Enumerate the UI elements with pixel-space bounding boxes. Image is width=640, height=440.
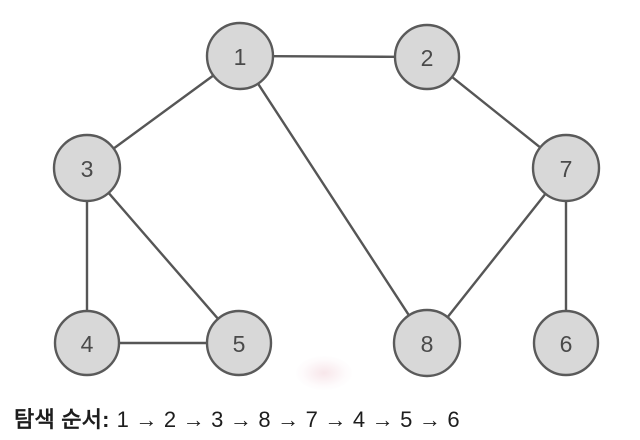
caption-sequence: 1 → 2 → 3 → 8 → 7 → 4 → 5 → 6 [116, 407, 460, 432]
node-circle-7 [531, 133, 601, 203]
graph-edge-1-3 [111, 73, 216, 151]
node-label-1: 1 [234, 44, 247, 70]
node-label-3: 3 [81, 156, 94, 182]
node-label-4: 4 [81, 331, 94, 357]
node-circle-8 [392, 308, 462, 378]
graph-edge-7-8 [445, 191, 548, 320]
graph-node-8[interactable]: 8 [392, 308, 462, 378]
graph-node-4[interactable]: 4 [53, 309, 121, 377]
graph-node-5[interactable]: 5 [205, 309, 273, 377]
node-label-7: 7 [560, 156, 573, 182]
graph-node-1[interactable]: 1 [205, 21, 275, 91]
node-label-5: 5 [233, 331, 246, 357]
graph-edge-3-5 [106, 190, 220, 321]
graph-node-2[interactable]: 2 [393, 23, 461, 91]
graph-canvas: 1 2 3 7 4 5 8 6 [52, 21, 601, 378]
node-circle-1 [205, 21, 275, 91]
graph-node-7[interactable]: 7 [531, 133, 601, 203]
node-label-8: 8 [421, 331, 434, 357]
graph-edge-2-7 [450, 75, 543, 150]
traversal-order-caption: 탐색 순서:1 → 2 → 3 → 8 → 7 → 4 → 5 → 6 [14, 402, 460, 434]
node-layer: 1 2 3 7 4 5 8 6 [52, 21, 601, 378]
caption-bar: 탐색 순서:1 → 2 → 3 → 8 → 7 → 4 → 5 → 6 [0, 396, 640, 440]
graph-edge-1-2 [270, 54, 398, 59]
node-circle-3 [52, 133, 122, 203]
graph-node-6[interactable]: 6 [532, 309, 600, 377]
node-label-2: 2 [421, 45, 434, 71]
node-circle-4 [53, 309, 121, 377]
caption-label: 탐색 순서: [14, 407, 110, 432]
graph-edge-1-8 [256, 81, 411, 318]
edge-layer [85, 54, 568, 345]
node-circle-2 [393, 23, 461, 91]
graph-node-3[interactable]: 3 [52, 133, 122, 203]
node-circle-5 [205, 309, 273, 377]
node-label-6: 6 [560, 331, 573, 357]
node-circle-6 [532, 309, 600, 377]
